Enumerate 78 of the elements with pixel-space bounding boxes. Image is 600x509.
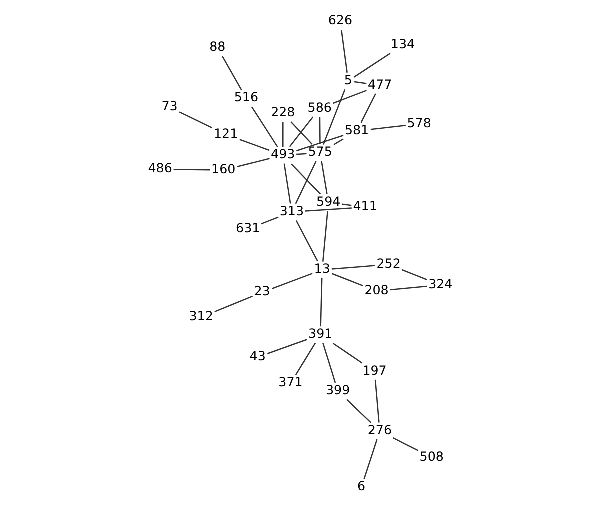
connector (239, 139, 270, 152)
connector (282, 122, 284, 147)
connector (236, 158, 270, 168)
node-text: 631 (236, 220, 260, 236)
connector (342, 204, 352, 206)
node-text: 13 (314, 261, 330, 276)
connector (360, 94, 376, 124)
connector (353, 53, 390, 78)
node-text: 160 (211, 161, 236, 176)
connector (322, 210, 328, 262)
node-text: 324 (428, 276, 452, 292)
connector (178, 112, 212, 129)
node-text: 486 (148, 160, 172, 176)
node-text: 252 (376, 256, 400, 271)
connector (295, 220, 318, 262)
connector (370, 124, 406, 130)
connector (331, 273, 363, 286)
node-text: 23 (254, 284, 270, 299)
connector (322, 90, 346, 145)
node-text: 5 (344, 72, 352, 88)
connector (374, 380, 380, 423)
node-text: 6 (357, 478, 366, 494)
connector (260, 216, 278, 225)
connector (214, 296, 253, 313)
connector (271, 273, 312, 290)
node-text: 578 (406, 115, 431, 130)
node-text: 276 (367, 422, 392, 438)
node-text: 88 (209, 39, 226, 54)
node-text: 208 (364, 282, 388, 298)
node-text: 516 (234, 90, 258, 105)
connector (401, 269, 427, 280)
node-text: 391 (308, 326, 332, 342)
connector (333, 138, 344, 146)
node-text: 134 (390, 36, 415, 52)
node-text: 575 (308, 144, 332, 160)
node-text: 411 (352, 198, 377, 214)
node-text: 228 (270, 104, 295, 120)
connector (332, 90, 366, 104)
node-text: 493 (270, 146, 295, 162)
node-text: 508 (419, 448, 444, 464)
connector (173, 169, 210, 171)
node-text: 586 (307, 100, 332, 115)
connector (222, 56, 242, 90)
connector (363, 439, 378, 480)
connector (288, 116, 314, 148)
connector (296, 153, 306, 156)
connector (331, 265, 375, 270)
node-text: 371 (278, 374, 302, 390)
node-text: 197 (362, 362, 386, 378)
connector (294, 161, 316, 204)
connector (296, 135, 344, 152)
connector (304, 208, 352, 212)
connector (322, 343, 336, 384)
node-text: 121 (214, 126, 238, 141)
connector (283, 164, 291, 204)
connector (346, 399, 372, 424)
node-text: 399 (326, 382, 350, 398)
connector (320, 161, 328, 194)
connector (318, 117, 320, 144)
node-text: 312 (188, 308, 213, 324)
node-text: 581 (344, 122, 369, 138)
connector (294, 342, 316, 376)
connector (320, 278, 322, 327)
node-text: 313 (279, 203, 304, 218)
node-text: 477 (367, 76, 392, 92)
connector (390, 286, 427, 291)
node-text: 73 (161, 98, 178, 114)
connector (354, 81, 366, 84)
node-text: 594 (316, 194, 340, 209)
connector (290, 121, 312, 146)
node-text: 43 (249, 348, 266, 364)
connector (266, 339, 307, 354)
connector (290, 164, 321, 195)
node-text: 626 (328, 12, 352, 28)
connector (250, 106, 278, 148)
connector (332, 342, 362, 364)
connector (340, 30, 348, 73)
connector (392, 438, 418, 452)
